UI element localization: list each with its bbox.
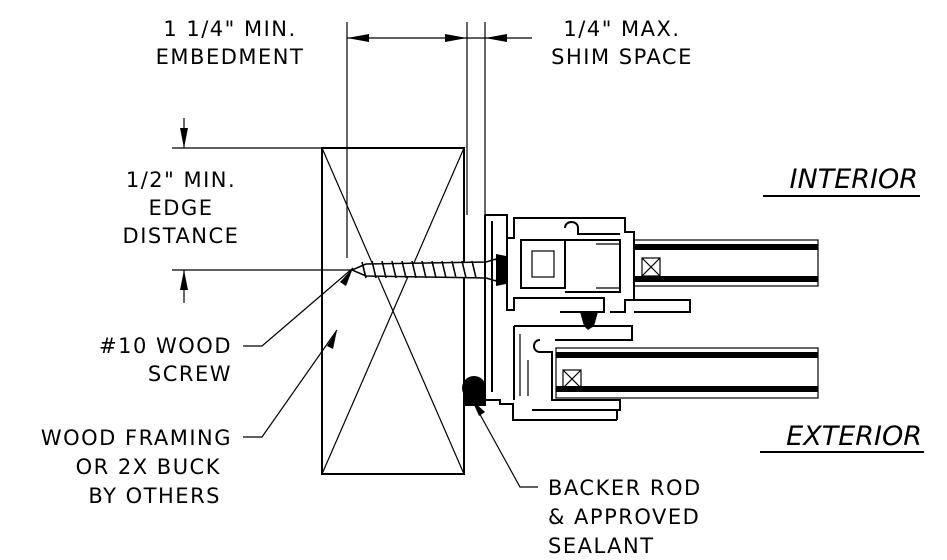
embedment-arrow-right xyxy=(445,34,467,42)
sash-upper-hook xyxy=(564,221,620,235)
lower-glass-pane-2 xyxy=(556,386,818,392)
wood-framing-block xyxy=(321,147,465,475)
sash-upper-channel xyxy=(565,239,621,293)
edge-label-line3: DISTANCE xyxy=(123,224,240,248)
lower-sash-top xyxy=(514,325,633,341)
screw-label-line2: SCREW xyxy=(148,362,232,386)
wood-screw xyxy=(350,254,506,286)
edge-label-line2: EDGE xyxy=(149,196,214,220)
framing-leader-arrow xyxy=(327,330,337,349)
weatherstrip xyxy=(580,312,598,330)
screw-leader xyxy=(243,267,354,347)
framing-label-line2: OR 2X BUCK xyxy=(76,455,221,479)
wood-framing-cross-2 xyxy=(321,147,465,475)
lower-sash-ribs xyxy=(519,334,529,396)
framing-label-line3: BY OTHERS xyxy=(88,484,221,508)
embedment-label-line1: 1 1/4" MIN. xyxy=(163,17,296,41)
framing-leader xyxy=(243,329,338,438)
lower-glass-unit xyxy=(555,347,819,399)
upper-glass-pane-1 xyxy=(634,244,818,250)
lower-spacer-x xyxy=(562,369,582,389)
upper-spacer-x xyxy=(641,257,661,277)
screw-label-line1: #10 WOOD xyxy=(99,334,232,358)
screw-threads xyxy=(361,260,477,279)
frame-web xyxy=(506,238,560,311)
upper-spacer xyxy=(641,257,661,277)
interlock-rail xyxy=(560,297,605,313)
wood-framing-outline xyxy=(321,147,465,475)
shim-label-line2: SHIM SPACE xyxy=(551,45,693,69)
upper-glass-pane-2 xyxy=(634,276,818,282)
sealant-bead xyxy=(464,392,486,406)
edge-arrow-bottom xyxy=(180,270,188,290)
screw-leader-arrow xyxy=(340,268,353,286)
frame-outline-upper xyxy=(485,214,635,313)
shim-label-line1: 1/4" MAX. xyxy=(563,17,680,41)
edge-distance-dimension xyxy=(172,118,355,303)
shim-dimension xyxy=(467,22,532,215)
upper-bottom-rail xyxy=(634,299,691,313)
backer-label-line3: SEALANT xyxy=(548,534,655,558)
backer-label-line1: BACKER ROD xyxy=(548,476,702,500)
backer-label-line2: & APPROVED xyxy=(548,505,700,529)
embedment-arrow-left xyxy=(347,34,369,42)
framing-label-line1: WOOD FRAMING xyxy=(41,426,232,450)
lower-glass-pane-1 xyxy=(556,352,818,358)
lower-sash-profile xyxy=(532,339,621,411)
edge-label-line1: 1/2" MIN. xyxy=(126,168,236,192)
window-frame-section xyxy=(484,214,819,421)
glazing-stop-upper xyxy=(520,239,566,289)
backer-leader-arrow xyxy=(472,400,485,416)
edge-arrow-top xyxy=(180,128,188,148)
screw-head xyxy=(496,254,506,286)
backer-rod-sealant xyxy=(462,376,486,406)
lower-spacer xyxy=(562,369,582,389)
upper-glass-unit xyxy=(633,239,819,287)
exterior-label: EXTERIOR xyxy=(786,421,922,452)
backer-leader xyxy=(471,399,538,488)
embedment-label-line2: EMBEDMENT xyxy=(156,45,305,69)
interior-label: INTERIOR xyxy=(790,164,918,195)
shim-arrow xyxy=(485,34,507,42)
glazing-stop-upper-core xyxy=(531,250,555,278)
embedment-dimension xyxy=(346,22,468,258)
sash-upper-ribs xyxy=(596,243,620,289)
